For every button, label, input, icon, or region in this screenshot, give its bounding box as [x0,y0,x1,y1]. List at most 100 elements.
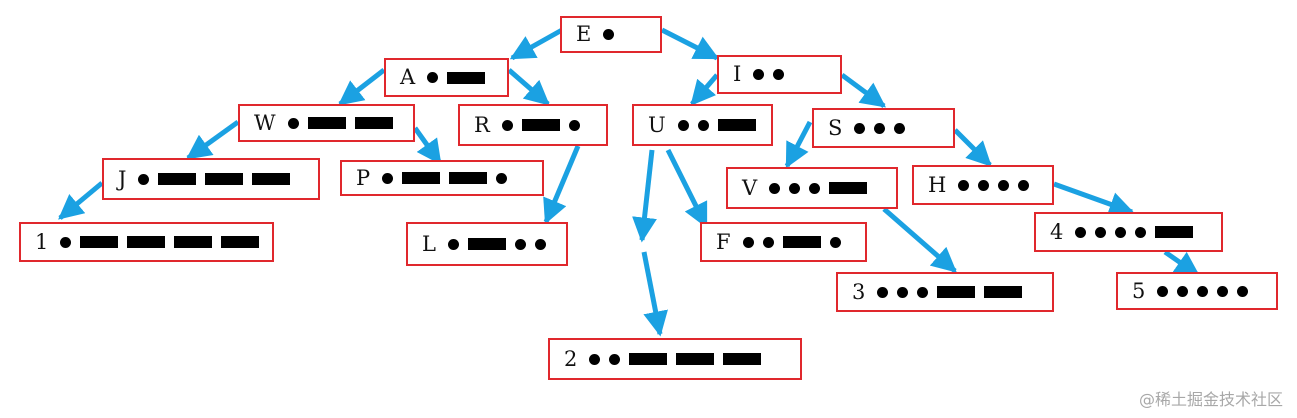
arrow-i-to-u [690,73,719,106]
morse-code [769,182,868,194]
morse-code [382,172,508,184]
morse-dash [221,236,260,248]
morse-dot [568,119,580,131]
morse-dash [307,117,346,129]
node-f: F [700,222,867,262]
morse-code [753,69,785,80]
morse-code [854,122,906,134]
morse-dot [427,72,439,83]
morse-dot [1135,226,1147,238]
morse-code [958,179,1030,191]
node-label: E [576,22,592,46]
arrow-e-to-a [509,27,564,61]
morse-dot [753,69,765,80]
morse-dash [521,119,560,131]
morse-dot [762,236,774,248]
morse-dot [1157,285,1169,297]
morse-code [287,117,393,129]
morse-code [742,236,841,248]
node-w: W [238,104,415,142]
morse-dash [467,238,506,250]
morse-dash [252,173,291,185]
arrow-s-to-h [953,128,992,167]
morse-dot [1197,285,1209,297]
arrow-e-to-i [660,27,720,61]
node-l: L [406,222,568,266]
morse-dash [449,172,488,184]
node-label: F [716,229,731,254]
node-label: J [118,166,127,191]
morse-dot [917,286,929,298]
morse-code [1075,226,1194,238]
morse-dot [978,179,990,191]
node-label: 1 [35,229,49,254]
morse-dot [829,236,841,248]
morse-dot [877,286,889,298]
morse-dot [501,119,513,131]
morse-dash [629,353,668,365]
morse-dot [1177,285,1189,297]
morse-dot [1095,226,1107,238]
node-a: A [384,58,509,97]
morse-dot [809,182,821,194]
arrow-h-to-4 [1053,181,1135,217]
morse-dot [609,353,621,365]
node-s: S [812,108,955,148]
node-label: 3 [852,279,866,304]
morse-dot [60,236,72,248]
node-label: H [928,172,947,197]
morse-dot [998,179,1010,191]
morse-dash [782,236,821,248]
morse-dot [742,236,754,248]
node-label: L [422,231,436,256]
morse-dash [158,173,197,185]
node-v: V [726,167,898,209]
arrow-u-to-2 [632,149,657,243]
arrow-a-to-r [507,68,550,106]
morse-dot [897,286,909,298]
node-label: 4 [1050,219,1064,244]
node-label: I [733,62,742,86]
morse-dash [127,236,166,248]
watermark: @稀土掘金技术社区 [1138,390,1283,409]
arrow-v-to-3 [882,207,957,273]
morse-dash [937,286,976,298]
morse-dot [894,122,906,134]
morse-code [447,238,546,250]
arrow-w-to-j [185,119,240,161]
node-e: E [560,16,662,53]
node-label: R [474,112,490,137]
morse-dot [496,172,508,184]
morse-code [1157,285,1249,297]
morse-dash [80,236,119,248]
morse-code [603,29,615,40]
morse-dot [287,117,299,129]
morse-dot [773,69,785,80]
node-label: 5 [1132,278,1146,303]
arrow-r-to-l [543,145,581,225]
morse-dash [354,117,393,129]
arrow-a-to-w [338,68,386,106]
node-j: J [102,158,320,200]
morse-dash [723,353,762,365]
node-r: R [458,104,608,146]
morse-dot [589,353,601,365]
morse-code [60,236,260,248]
morse-dot [138,173,150,185]
morse-code [677,119,756,131]
morse-dot [874,122,886,134]
morse-code [138,173,291,185]
morse-dot [958,179,970,191]
morse-dot [769,182,781,194]
morse-dot [854,122,866,134]
morse-dot [382,172,394,184]
node-5: 5 [1116,272,1278,310]
node-4: 4 [1034,212,1223,252]
morse-dash [829,182,868,194]
morse-dot [1075,226,1087,238]
arrow-4-to-5 [1163,249,1201,278]
node-label: U [648,112,666,137]
morse-dot [789,182,801,194]
morse-code [501,119,580,131]
